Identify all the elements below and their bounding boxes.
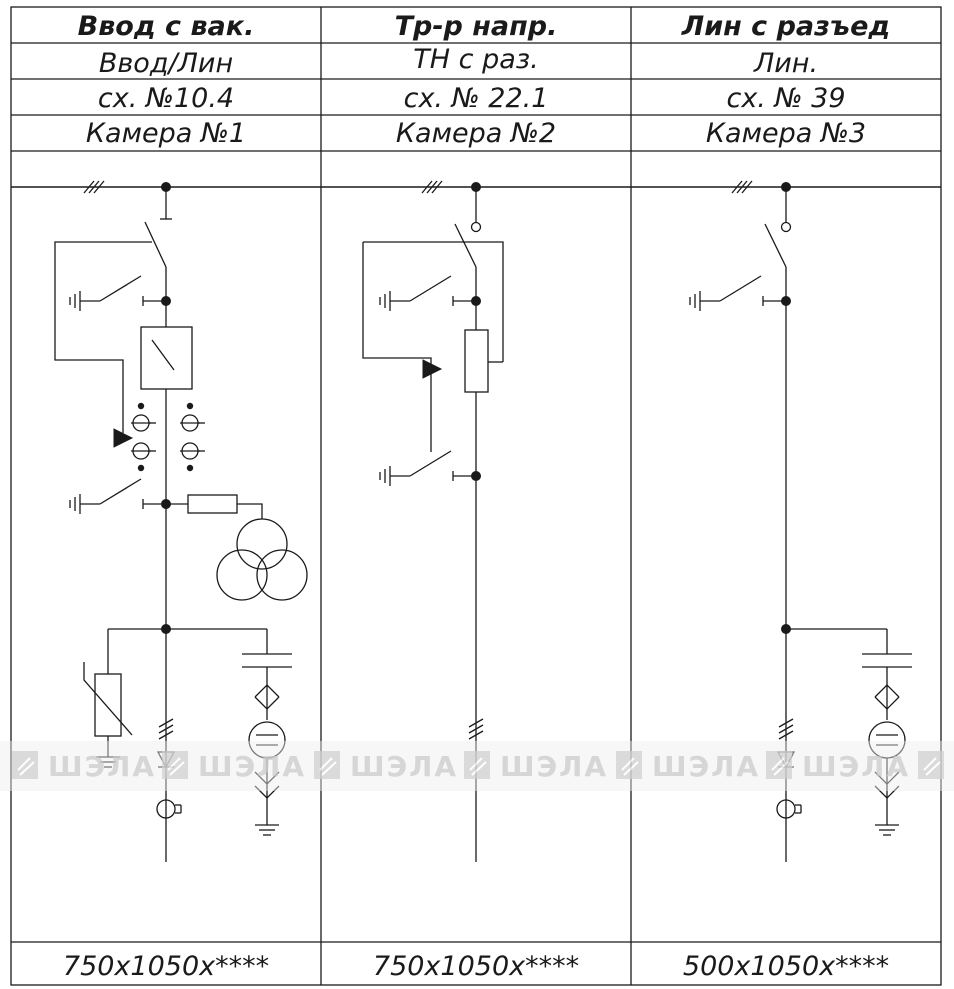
- header-row-subtitles: Ввод/Лин ТН с раз. Лин.: [99, 44, 818, 79]
- watermark-text: ШЭЛА: [48, 750, 156, 783]
- column-1-dimensions: 750x1050x****: [63, 951, 269, 982]
- watermark-text: ШЭЛА: [652, 750, 760, 783]
- column-2-dimensions: 750x1050x****: [373, 951, 579, 982]
- watermark-band: ШЭЛА ШЭЛА ШЭЛА ШЭЛА ШЭЛА ШЭЛА: [0, 741, 954, 791]
- shela-logo-icon: [314, 751, 340, 779]
- cell-2-scheme: [362, 182, 504, 862]
- column-3-title: Лин с разъед: [681, 11, 890, 42]
- table-grid: [10, 6, 942, 986]
- watermark-text: ШЭЛА: [198, 750, 306, 783]
- footer-row-dimensions: 750x1050x**** 750x1050x**** 500x1050x***…: [63, 951, 889, 982]
- shela-logo-icon: [616, 751, 642, 779]
- column-3-chamber: Камера №3: [706, 118, 866, 149]
- header-row-titles: Ввод с вак. Тр-р напр. Лин с разъед: [78, 11, 891, 42]
- shela-logo-icon: [766, 751, 792, 779]
- column-1-scheme: сх. №10.4: [98, 83, 234, 114]
- column-2-title: Тр-р напр.: [395, 11, 558, 42]
- header-row-schemes: сх. №10.4 сх. № 22.1 сх. № 39: [98, 83, 846, 114]
- header-row-chambers: Камера №1 Камера №2 Камера №3: [86, 118, 866, 149]
- cell-3-scheme: [689, 182, 912, 862]
- watermark-text: ШЭЛА: [802, 750, 910, 783]
- column-3-subtitle: Лин.: [753, 48, 818, 79]
- column-1-title: Ввод с вак.: [78, 11, 255, 42]
- column-3-scheme: сх. № 39: [726, 83, 845, 114]
- shela-logo-icon: [12, 751, 38, 779]
- watermark-text: ШЭЛА: [350, 750, 458, 783]
- column-2-scheme: сх. № 22.1: [404, 83, 549, 114]
- column-1-subtitle: Ввод/Лин: [99, 48, 233, 79]
- column-1-chamber: Камера №1: [86, 118, 246, 149]
- shela-logo-icon: [918, 751, 944, 779]
- shela-logo-icon: [162, 751, 188, 779]
- column-2-subtitle: ТН с раз.: [413, 44, 538, 75]
- column-3-dimensions: 500x1050x****: [683, 951, 889, 982]
- cell-1-scheme: [54, 182, 308, 862]
- shela-logo-icon: [464, 751, 490, 779]
- watermark-text: ШЭЛА: [500, 750, 608, 783]
- column-2-chamber: Камера №2: [396, 118, 556, 149]
